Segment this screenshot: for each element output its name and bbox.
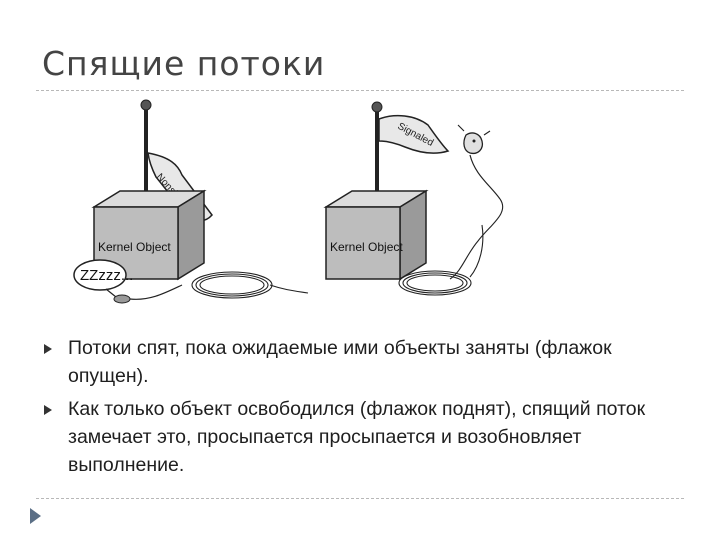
bullet-item: Потоки спят, пока ожидаемые ими объекты … bbox=[44, 334, 684, 390]
bullet-list: Потоки спят, пока ожидаемые ими объекты … bbox=[44, 334, 684, 484]
slide-title: Спящие потоки bbox=[42, 44, 326, 83]
left-rope-coil bbox=[191, 271, 309, 299]
right-flag: Signaled bbox=[378, 114, 450, 154]
sleeping-thread: ZZzzz... bbox=[73, 259, 183, 304]
left-object-label: Kernel Object bbox=[98, 240, 171, 254]
left-flagpole bbox=[140, 99, 152, 195]
sleep-text: ZZzzz... bbox=[80, 267, 133, 284]
right-rope bbox=[398, 198, 504, 296]
bullet-text: Как только объект освободился (флажок по… bbox=[68, 398, 646, 476]
left-kernel-object: Kernel Object bbox=[91, 189, 207, 281]
bullet-item: Как только объект освободился (флажок по… bbox=[44, 395, 684, 479]
next-slide-arrow-icon[interactable] bbox=[30, 508, 41, 524]
right-flagpole bbox=[371, 101, 383, 199]
bullet-arrow-icon bbox=[44, 344, 52, 354]
awake-thread bbox=[457, 124, 501, 200]
kernel-objects-illustration: Nonsignaled Kernel Object ZZzzz... Signa… bbox=[73, 99, 504, 304]
bullet-text: Потоки спят, пока ожидаемые ими объекты … bbox=[68, 337, 612, 387]
footer-divider bbox=[36, 498, 684, 499]
right-kernel-object: Kernel Object bbox=[323, 189, 429, 281]
title-divider bbox=[36, 90, 684, 91]
bullet-arrow-icon bbox=[44, 405, 52, 415]
right-object-label: Kernel Object bbox=[330, 240, 403, 254]
